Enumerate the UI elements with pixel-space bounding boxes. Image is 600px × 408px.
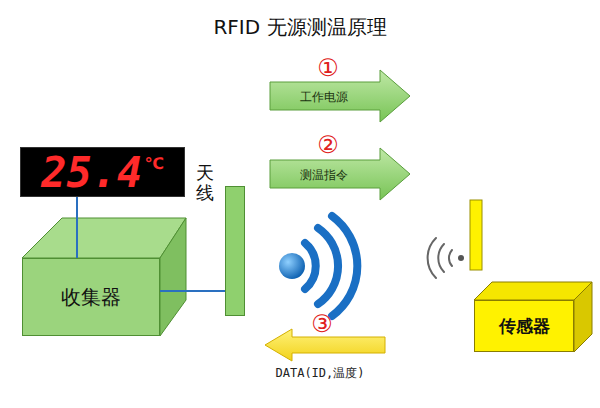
temperature-text: 25.4 (41, 148, 142, 197)
sensor-text: 传感器 (499, 315, 550, 338)
power-arrow (270, 70, 410, 122)
callout-number: ③ (311, 310, 333, 338)
antenna-text: 天线 (196, 163, 214, 203)
collector-box: 收集器 (22, 258, 160, 336)
connector-line (160, 290, 225, 292)
collector-side-face (160, 218, 186, 336)
temperature-display: 25.4℃ (20, 147, 185, 197)
command-arrow (270, 148, 410, 200)
diagram-title: RFID 无源测温原理 (213, 14, 386, 41)
sensor-box: 传感器 (474, 300, 574, 352)
connector-line (76, 197, 78, 258)
arrow-label: 测温指令 (300, 167, 348, 184)
callout-number: ② (317, 131, 339, 159)
arrow-label: 工作电源 (300, 89, 348, 106)
sensor-waves (428, 238, 464, 278)
sensor-side-face (574, 282, 592, 352)
wireless-icon (268, 212, 368, 316)
antenna-bar: 天线 (225, 186, 245, 316)
sensor-top-face (474, 282, 592, 300)
temperature-text: ℃ (144, 154, 163, 173)
data-label: DATA(ID,温度) (275, 365, 364, 382)
sensor-antenna (470, 200, 482, 270)
callout-number: ① (317, 54, 339, 82)
collector-text: 收集器 (61, 284, 121, 311)
collector-top-face (22, 218, 186, 258)
